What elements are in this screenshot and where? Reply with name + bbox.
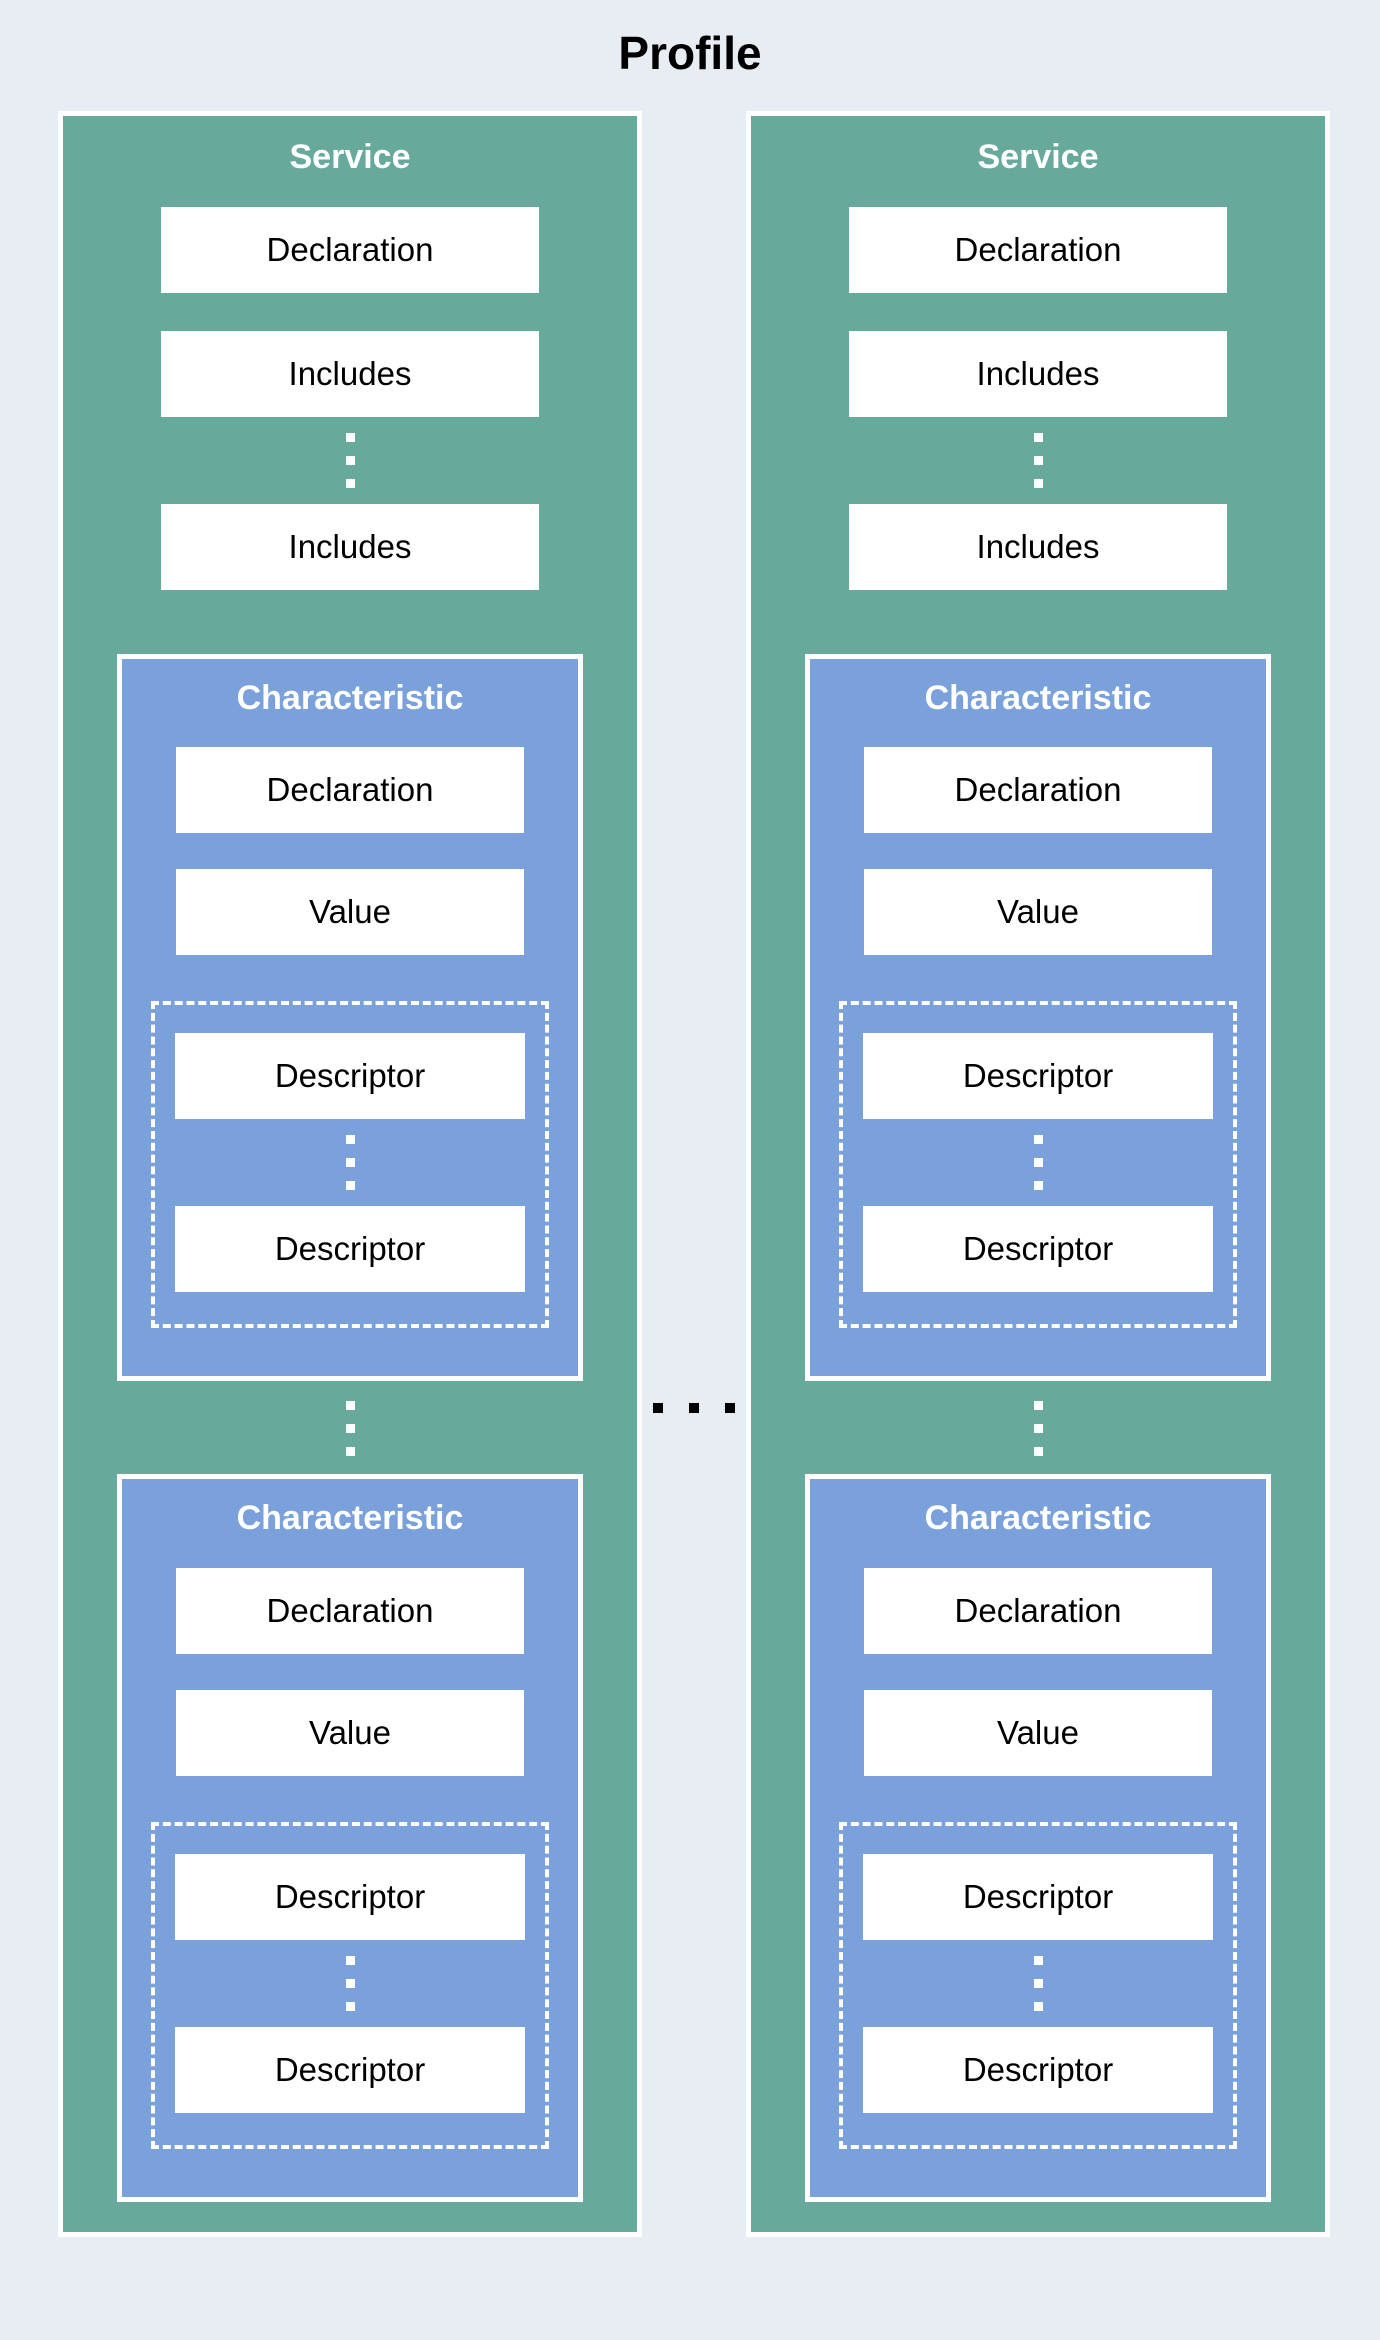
- vertical-ellipsis-icon: [1033, 432, 1043, 488]
- descriptor-group: Descriptor Descriptor: [839, 1001, 1237, 1329]
- service-title: Service: [977, 138, 1099, 177]
- descriptor-box: Descriptor: [175, 1853, 525, 1940]
- includes-box: Includes: [161, 330, 539, 417]
- includes-box: Includes: [849, 330, 1227, 417]
- descriptor-box: Descriptor: [175, 1033, 525, 1120]
- descriptor-group: Descriptor Descriptor: [839, 1821, 1237, 2149]
- value-box: Value: [176, 1689, 524, 1776]
- characteristic-block: Characteristic Declaration Value Descrip…: [117, 1474, 583, 2202]
- includes-box: Includes: [849, 503, 1227, 590]
- descriptor-box: Descriptor: [175, 2026, 525, 2113]
- vertical-ellipsis-icon: [345, 1401, 355, 1457]
- descriptor-box: Descriptor: [863, 1033, 1213, 1120]
- descriptor-box: Descriptor: [175, 1206, 525, 1293]
- services-gap: [642, 111, 746, 2237]
- value-box: Value: [176, 869, 524, 956]
- declaration-box: Declaration: [176, 747, 524, 834]
- declaration-box: Declaration: [176, 1567, 524, 1654]
- horizontal-ellipsis-icon: [653, 1403, 735, 1414]
- declaration-box: Declaration: [161, 206, 539, 293]
- declaration-box: Declaration: [864, 747, 1212, 834]
- includes-box: Includes: [161, 503, 539, 590]
- descriptor-group: Descriptor Descriptor: [151, 1001, 549, 1329]
- diagram-title: Profile: [618, 27, 762, 79]
- vertical-ellipsis-icon: [1033, 1135, 1043, 1191]
- service-block-2: Service Declaration Includes Includes Ch…: [746, 111, 1330, 2237]
- descriptor-group: Descriptor Descriptor: [151, 1821, 549, 2149]
- descriptor-box: Descriptor: [863, 1206, 1213, 1293]
- value-box: Value: [864, 869, 1212, 956]
- characteristic-title: Characteristic: [236, 1499, 464, 1538]
- descriptor-box: Descriptor: [863, 2026, 1213, 2113]
- characteristic-block: Characteristic Declaration Value Descrip…: [117, 653, 583, 1382]
- value-box: Value: [864, 1689, 1212, 1776]
- characteristic-title: Characteristic: [924, 1499, 1152, 1538]
- vertical-ellipsis-icon: [1033, 1955, 1043, 2011]
- vertical-ellipsis-icon: [1033, 1401, 1043, 1457]
- vertical-ellipsis-icon: [345, 1955, 355, 2011]
- vertical-ellipsis-icon: [345, 432, 355, 488]
- services-row: Service Declaration Includes Includes Ch…: [0, 111, 1380, 2237]
- characteristic-title: Characteristic: [236, 678, 464, 717]
- vertical-ellipsis-icon: [345, 1135, 355, 1191]
- characteristic-block: Characteristic Declaration Value Descrip…: [805, 653, 1271, 1382]
- declaration-box: Declaration: [864, 1567, 1212, 1654]
- descriptor-box: Descriptor: [863, 1853, 1213, 1940]
- service-title: Service: [289, 138, 411, 177]
- characteristic-block: Characteristic Declaration Value Descrip…: [805, 1474, 1271, 2202]
- characteristic-title: Characteristic: [924, 678, 1152, 717]
- declaration-box: Declaration: [849, 206, 1227, 293]
- service-block-1: Service Declaration Includes Includes Ch…: [58, 111, 642, 2237]
